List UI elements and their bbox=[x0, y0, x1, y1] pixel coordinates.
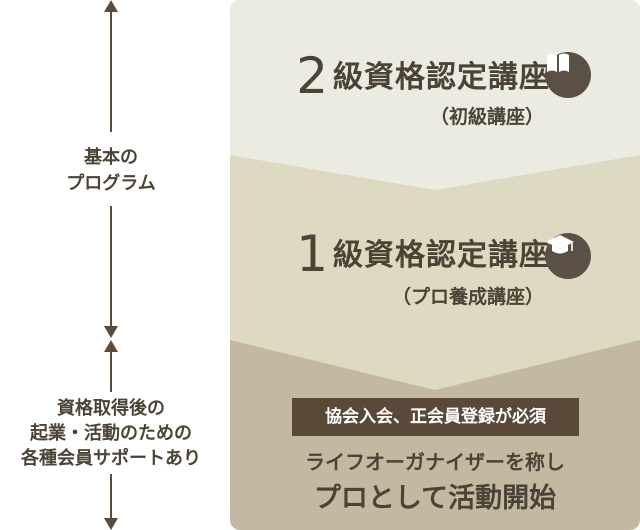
basic-program-line-2: プログラム bbox=[66, 173, 156, 194]
stage-1-title-text: 級資格認定講座 bbox=[333, 60, 550, 95]
support-line-2: 起業・活動のための bbox=[30, 423, 192, 444]
support-arrow bbox=[104, 340, 118, 530]
basic-program-line-1: 基本の bbox=[84, 147, 138, 168]
membership-badge: 協会入会、正会員登録が必須 bbox=[292, 398, 579, 436]
stage-2-subtitle: （プロ養成講座） bbox=[391, 286, 544, 308]
final-line-1: ライフオーガナイザーを称し bbox=[305, 450, 565, 474]
support-line-3: 各種会員サポートあり bbox=[21, 448, 201, 469]
stage-2-title-text: 級資格認定講座 bbox=[333, 238, 550, 273]
book-icon bbox=[545, 52, 591, 98]
basic-program-arrow bbox=[104, 0, 118, 338]
stage-1-background bbox=[230, 0, 640, 190]
side-arrows bbox=[104, 0, 118, 530]
graduation-cap-icon bbox=[545, 233, 591, 279]
stage-1-subtitle: （初級講座） bbox=[429, 106, 544, 128]
stage-2-number: 1 bbox=[296, 225, 329, 283]
stage-1-number: 2 bbox=[296, 47, 329, 105]
support-label: 資格取得後の 起業・活動のための 各種会員サポートあり bbox=[0, 396, 222, 471]
support-line-1: 資格取得後の bbox=[57, 398, 165, 419]
basic-program-label: 基本の プログラム bbox=[40, 145, 182, 197]
final-line-2: プロとして活動開始 bbox=[313, 483, 557, 514]
